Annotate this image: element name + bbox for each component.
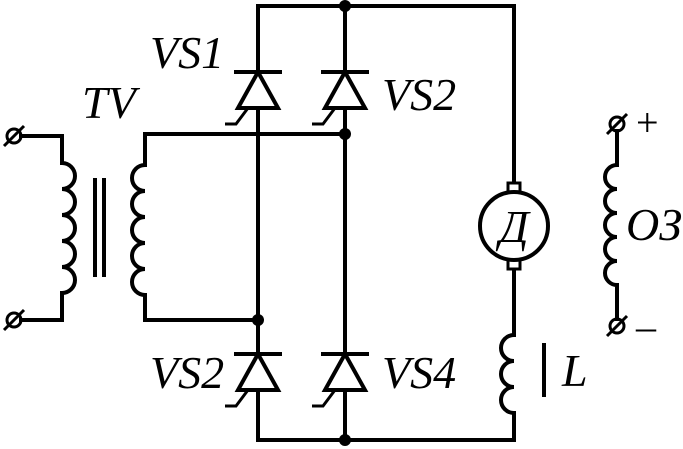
thyristor-vs1-label: VS1 — [150, 27, 224, 78]
thyristor-vs2-bottom — [225, 349, 282, 408]
thyristor-vs2-bottom-label: VS2 — [150, 347, 224, 398]
thyristor-vs1 — [225, 67, 282, 126]
junction-dot-bottom — [339, 434, 351, 446]
transformer-label: TV — [82, 77, 141, 128]
motor-label: Д — [495, 201, 531, 252]
thyristor-vs2-top-label: VS2 — [382, 69, 456, 120]
junction-dot-top — [339, 0, 351, 12]
junction-dot-mid — [339, 128, 351, 140]
inductor-label: L — [561, 345, 588, 396]
thyristor-vs4-label: VS4 — [382, 347, 456, 398]
junction-dot-left — [252, 314, 264, 326]
plus-sign: + — [636, 100, 659, 145]
field-winding — [603, 129, 619, 321]
inductor — [499, 332, 517, 416]
primary-winding — [19, 134, 77, 322]
motor — [478, 181, 550, 271]
thyristor-vs2-top — [312, 67, 369, 126]
secondary-winding — [130, 132, 260, 322]
thyristor-vs4 — [312, 349, 369, 408]
minus-sign: – — [635, 304, 657, 349]
field-winding-label: ОЗ — [626, 199, 682, 250]
transformer-core — [93, 178, 106, 277]
